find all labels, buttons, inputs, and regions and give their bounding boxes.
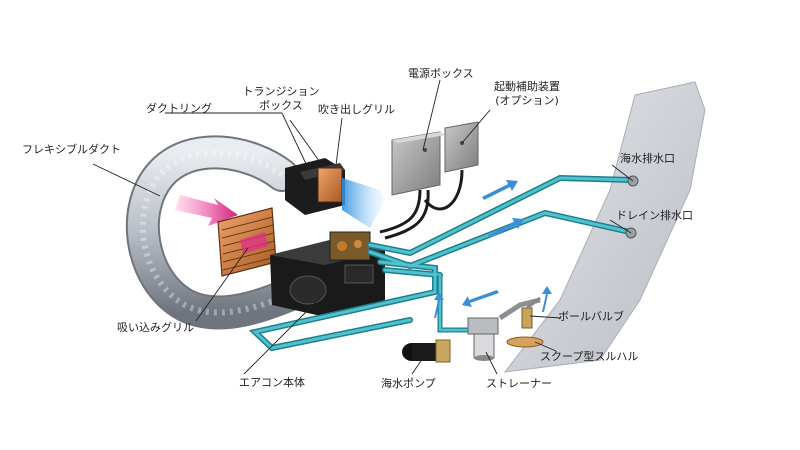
label-start-assist-1: 起動補助装置	[494, 80, 560, 93]
seawater-pipes	[248, 174, 635, 352]
label-outlet-grille: 吹き出しグリル	[318, 103, 395, 116]
label-ball-valve: ボールバルブ	[558, 310, 624, 323]
label-seawater-outlet: 海水排水口	[620, 152, 675, 165]
label-transition-box-2: ボックス	[259, 99, 303, 112]
label-drain-outlet: ドレイン排水口	[616, 209, 693, 222]
label-seawater-pump: 海水ポンプ	[381, 377, 436, 390]
label-scoop-hull: スクープ型スルハル	[540, 350, 639, 363]
power-cables	[379, 169, 464, 240]
label-flexible-duct: フレキシブルダクト	[22, 143, 121, 156]
leader-lines	[92, 79, 634, 375]
label-strainer: ストレーナー	[486, 377, 552, 390]
aircon-main-unit	[270, 231, 385, 318]
flow-arrows	[434, 180, 552, 318]
label-duct-ring: ダクトリング	[146, 102, 212, 115]
label-transition-box-1: トランジション	[242, 85, 320, 98]
ball-valve	[521, 296, 541, 329]
transition-box	[285, 158, 345, 215]
label-intake-grille: 吸い込みグリル	[117, 321, 194, 334]
power-box	[391, 131, 446, 196]
return-air-arrow	[175, 195, 238, 226]
label-power-box: 電源ボックス	[408, 67, 474, 80]
cold-air-plume	[342, 178, 385, 228]
label-aircon-unit: エアコン本体	[239, 376, 305, 389]
flexible-duct	[125, 135, 317, 330]
strainer	[467, 317, 499, 361]
seawater-pump	[402, 339, 451, 363]
outlet-grille	[317, 167, 343, 203]
scoop-thru-hull	[506, 336, 544, 348]
label-start-assist-2: (オプション)	[495, 94, 559, 107]
